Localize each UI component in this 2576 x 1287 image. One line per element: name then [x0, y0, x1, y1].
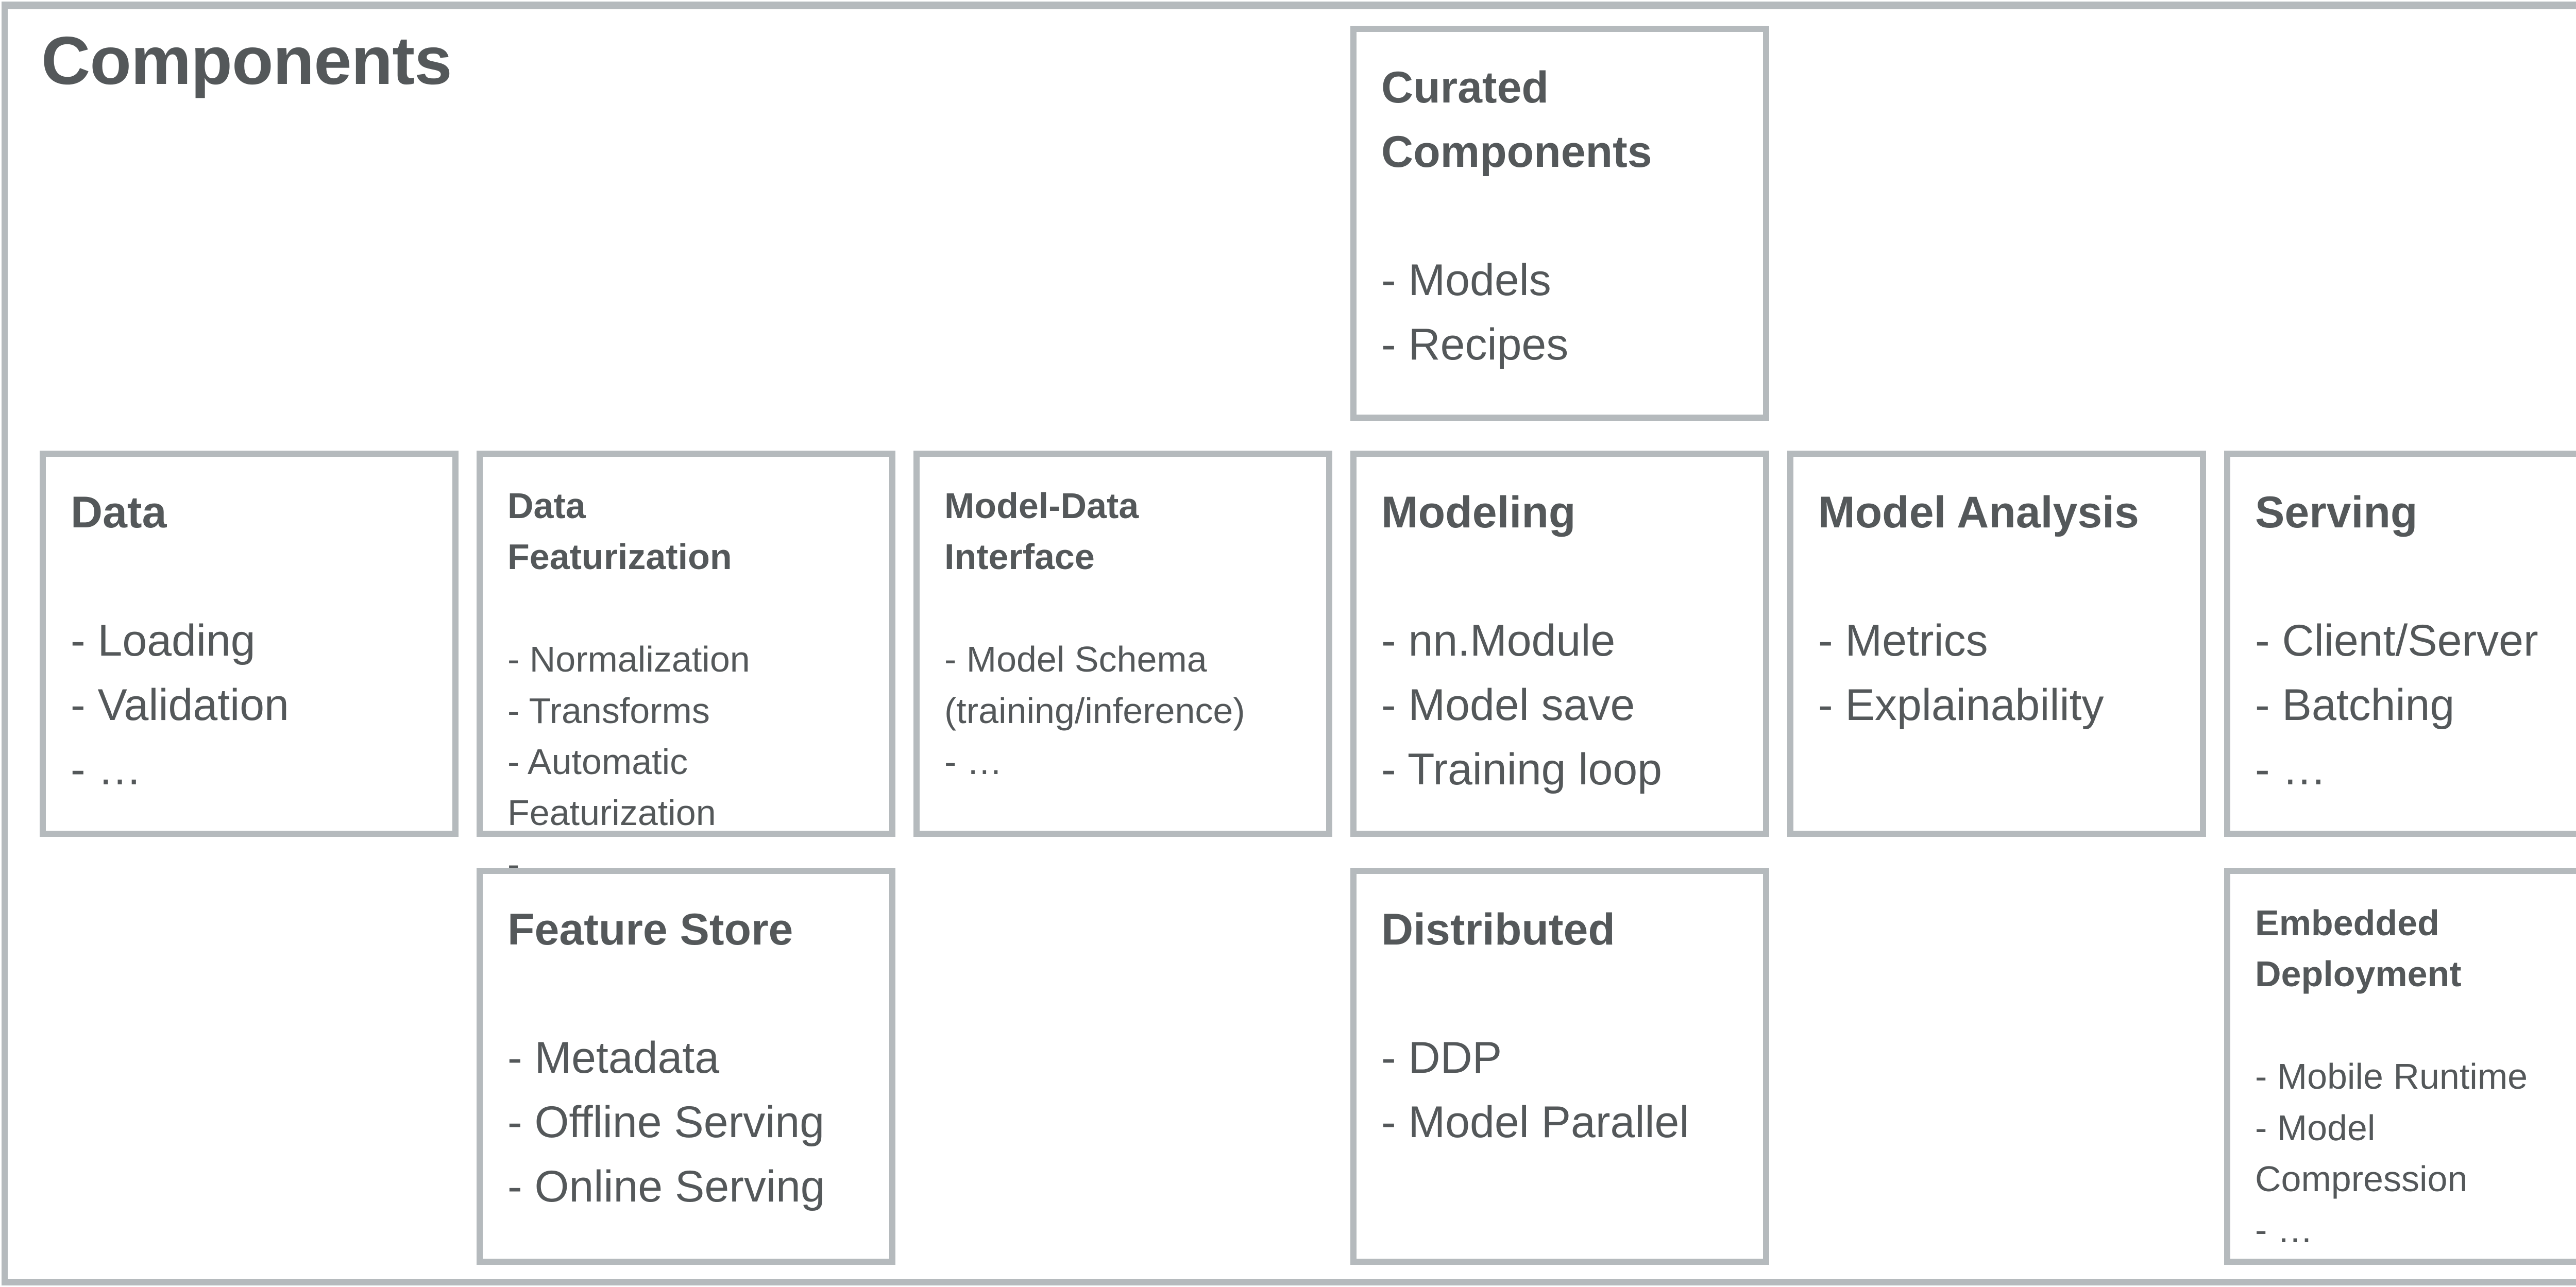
box-item-list: - nn.Module - Model save - Training loop [1381, 609, 1738, 801]
box-content: Model Analysis - Metrics - Explainability [1793, 457, 2200, 737]
box-item: - Client/Server [2255, 616, 2538, 666]
box-item: - Metrics [1818, 616, 1988, 666]
component-box-serving: Serving - Client/Server - Batching - … [2224, 451, 2576, 837]
component-box-model-analysis: Model Analysis - Metrics - Explainability [1787, 451, 2206, 837]
box-item-list: - Metrics - Explainability [1818, 609, 2175, 737]
box-item-list: - Loading - Validation - … [71, 609, 428, 801]
box-content: Serving - Client/Server - Batching - … [2230, 457, 2576, 801]
box-content: Data Featurization - Normalization - Trans… [483, 457, 889, 890]
box-title: Modeling [1381, 488, 1576, 537]
component-box-data-featurization: Data Featurization - Normalization - Trans… [477, 451, 895, 884]
box-item: - … [944, 741, 1003, 782]
box-content: Curated Components - Models - Recipes [1357, 32, 1763, 376]
box-item-list: - Client/Server - Batching - … [2255, 609, 2576, 801]
box-item: - … [71, 744, 142, 794]
box-item-list: - Metadata - Offline Serving - Online Serv… [507, 1026, 865, 1219]
page-title: Components [41, 23, 452, 98]
box-content: Feature Store - Metadata - Offline Serving… [483, 874, 889, 1219]
box-item: - Model Parallel [1381, 1097, 1689, 1147]
box-title: Serving [2255, 488, 2418, 537]
box-item-list: - Model Schema (training/inference) - … [944, 634, 1254, 787]
box-content: Embedded Deployment - Mobile Runtime - Mod… [2230, 874, 2576, 1256]
box-item: - Explainability [1818, 680, 2104, 730]
box-content: Modeling - nn.Module - Model save - Trainin… [1357, 457, 1763, 801]
box-item: - Model save [1381, 680, 1635, 730]
box-item-list: - Mobile Runtime - Model Compression - … [2255, 1051, 2565, 1256]
box-item: - Automatic Featurization [507, 741, 716, 833]
box-item: - Model Schema (training/inference) [944, 639, 1245, 731]
component-box-data: Data - Loading - Validation - … [40, 451, 459, 837]
box-content: Data - Loading - Validation - … [46, 457, 452, 801]
box-item: - … [2255, 744, 2327, 794]
box-title: Distributed [1381, 905, 1615, 954]
box-item-list: - Models - Recipes [1381, 248, 1738, 376]
box-item: - Mobile Runtime [2255, 1056, 2528, 1097]
box-item: - DDP [1381, 1033, 1502, 1083]
box-item: - Loading [71, 616, 256, 666]
component-box-embedded-deployment: Embedded Deployment - Mobile Runtime - Mod… [2224, 868, 2576, 1265]
box-title: Curated Components [1381, 63, 1652, 177]
box-item: - Batching [2255, 680, 2455, 730]
component-box-modeling: Modeling - nn.Module - Model save - Trainin… [1350, 451, 1769, 837]
component-box-model-data-interface: Model-Data Interface - Model Schema (trai… [913, 451, 1332, 837]
box-item: - nn.Module [1381, 616, 1616, 666]
component-box-feature-store: Feature Store - Metadata - Offline Serving… [477, 868, 895, 1265]
box-title: Embedded Deployment [2255, 903, 2462, 994]
box-title: Feature Store [507, 905, 793, 954]
box-item: - Model Compression [2255, 1107, 2468, 1199]
box-item-list: - DDP - Model Parallel [1381, 1026, 1738, 1154]
box-item: - Normalization [507, 639, 750, 680]
box-item-list: - Normalization - Transforms - Automatic F… [507, 634, 817, 890]
box-title: Data [71, 488, 167, 537]
box-item: - Online Serving [507, 1161, 825, 1211]
box-title: Model-Data Interface [944, 486, 1139, 577]
box-content: Model-Data Interface - Model Schema (trai… [920, 457, 1326, 787]
component-box-curated-components: Curated Components - Models - Recipes [1350, 26, 1769, 421]
box-content: Distributed - DDP - Model Parallel [1357, 874, 1763, 1155]
box-item: - Offline Serving [507, 1097, 825, 1147]
box-item: - … [2255, 1210, 2313, 1250]
box-item: - Validation [71, 680, 289, 730]
box-item: - Transforms [507, 690, 710, 731]
box-title: Model Analysis [1818, 488, 2139, 537]
box-item: - Models [1381, 255, 1551, 305]
box-item: - Metadata [507, 1033, 720, 1083]
box-title: Data Featurization [507, 486, 732, 577]
component-box-distributed: Distributed - DDP - Model Parallel [1350, 868, 1769, 1265]
box-item: - Training loop [1381, 744, 1662, 794]
box-item: - Recipes [1381, 319, 1569, 369]
